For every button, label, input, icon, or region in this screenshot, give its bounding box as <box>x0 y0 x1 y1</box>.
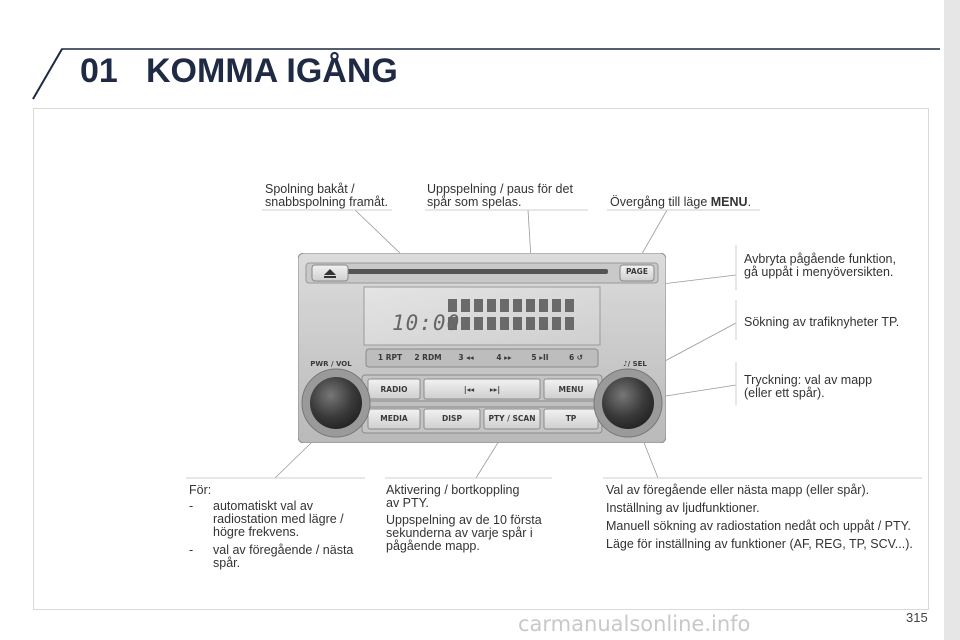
pwr-vol-label: PWR / VOL <box>310 360 352 368</box>
callout-page: Avbryta pågående funktion, gå uppåt i me… <box>744 253 896 279</box>
callout-knob-line1: Val av föregående eller nästa mapp (elle… <box>606 483 870 497</box>
callout-for-item-1-line2: radiostation med lägre / <box>213 512 344 526</box>
callout-for-item-2-dash: - <box>189 543 194 557</box>
pty-scan-button-label: PTY / SCAN <box>488 414 536 423</box>
callout-for-item-1: - automatiskt val av radiostation med lä… <box>189 500 369 542</box>
page-button[interactable] <box>619 264 655 282</box>
tp-button-label: TP <box>565 414 577 423</box>
callout-press: Tryckning: val av mapp (eller ett spår). <box>744 374 872 400</box>
callout-pty-line2: av PTY. <box>386 496 429 510</box>
sel-knob[interactable] <box>602 377 654 429</box>
callout-pty-line5: pågående mapp. <box>386 539 480 553</box>
preset-4[interactable]: 4 ▸▸ <box>496 353 512 362</box>
callout-knob-line3: Manuell sökning av radiostation nedåt oc… <box>606 519 911 533</box>
callout-for-item-1-dash: - <box>189 499 194 513</box>
callout-rewind-line2: snabbspolning framåt. <box>265 195 388 209</box>
radio-button-label: RADIO <box>380 385 408 394</box>
seek-buttons[interactable] <box>423 378 541 400</box>
display-time: 10:00 <box>392 311 461 335</box>
page-button-label: PAGE <box>626 267 648 276</box>
callout-menu-suffix: . <box>747 195 752 209</box>
seek-buttons-label: |◂◂ ▸▸| <box>463 385 501 394</box>
eject-icon <box>324 269 336 275</box>
callout-rewind-line1: Spolning bakåt / <box>265 182 355 196</box>
callout-pty-line4: sekunderna av varje spår i <box>386 526 533 540</box>
callout-for-item-2: - val av föregående / nästa spår. <box>189 544 369 574</box>
disp-button-label: DISP <box>442 414 462 423</box>
callout-rewind: Spolning bakåt / snabbspolning framåt. <box>265 183 388 209</box>
callout-menu-text: Övergång till läge <box>610 195 711 209</box>
page-number: 315 <box>906 610 928 625</box>
callout-menu: Övergång till läge MENU. <box>610 196 751 209</box>
callout-pty-line3: Uppspelning av de 10 första <box>386 513 542 527</box>
callout-for-title: För: <box>189 483 212 497</box>
callout-pty-line1: Aktivering / bortkoppling <box>386 483 520 497</box>
preset-1[interactable]: 1 RPT <box>377 353 403 362</box>
callout-knob-line2: Inställning av ljudfunktioner. <box>606 501 760 515</box>
sel-label: ♪/ SEL <box>623 360 647 368</box>
callout-for-item-1-line3: högre frekvens. <box>213 525 300 539</box>
chapter-title: KOMMA IGÅNG <box>146 52 398 90</box>
menu-button-label: MENU <box>558 385 584 394</box>
preset-2[interactable]: 2 RDM <box>414 353 442 362</box>
callout-knob: Val av föregående eller nästa mapp (elle… <box>606 484 936 551</box>
callout-page-line2: gå uppåt i menyöversikten. <box>744 265 894 279</box>
chapter-number: 01 <box>80 52 118 90</box>
preset-6[interactable]: 6 ↺ <box>568 353 584 362</box>
radio-button[interactable] <box>367 378 421 400</box>
callout-play-pause: Uppspelning / paus för det spår som spel… <box>427 183 573 209</box>
media-button-label: MEDIA <box>380 414 408 423</box>
pty-scan-button[interactable] <box>483 408 541 430</box>
watermark: carmanualsonline.info <box>518 612 751 636</box>
callout-press-line2: (eller ett spår). <box>744 386 825 400</box>
callout-tp: Sökning av trafiknyheter TP. <box>744 316 899 329</box>
callout-for-item-2-line2: spår. <box>213 556 241 570</box>
callout-pty: Aktivering / bortkoppling av PTY. Uppspe… <box>386 484 556 553</box>
callout-for-item-2-line1: val av föregående / nästa <box>213 543 354 557</box>
pwr-vol-knob[interactable] <box>310 377 362 429</box>
display-screen <box>363 286 601 346</box>
callout-play-pause-line1: Uppspelning / paus för det <box>427 182 573 196</box>
callout-page-line1: Avbryta pågående funktion, <box>744 252 896 266</box>
callout-for: För: - automatiskt val av radiostation m… <box>189 484 369 574</box>
display-segments <box>448 299 574 330</box>
callout-for-item-1-line1: automatiskt val av <box>213 499 314 513</box>
header-band <box>32 48 940 100</box>
callout-menu-bold: MENU <box>710 195 748 209</box>
disp-button[interactable] <box>423 408 481 430</box>
preset-3[interactable]: 3 ◂◂ <box>458 353 474 362</box>
page-edge-bar <box>944 0 960 640</box>
media-button[interactable] <box>367 408 421 430</box>
preset-5[interactable]: 5 ▸II <box>531 353 549 362</box>
callout-tp-line1: Sökning av trafiknyheter TP. <box>744 315 900 329</box>
callout-play-pause-line2: spår som spelas. <box>427 195 522 209</box>
callout-knob-line4: Läge för inställning av funktioner (AF, … <box>606 537 913 551</box>
callout-press-line1: Tryckning: val av mapp <box>744 373 873 387</box>
radio-unit <box>298 253 666 443</box>
